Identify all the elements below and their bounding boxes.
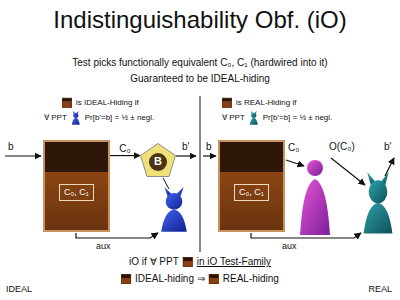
implication-text: IDEAL-hiding ⇒ bbox=[135, 273, 205, 285]
input-bit: b bbox=[206, 141, 212, 153]
test-box: C₀, C₁ bbox=[218, 140, 285, 232]
adversary-letter: B bbox=[154, 155, 162, 168]
implication-text: REAL-hiding bbox=[223, 273, 279, 285]
test-icon bbox=[209, 274, 219, 284]
output-wire bbox=[385, 158, 394, 176]
wire bbox=[286, 160, 304, 166]
aux-wire bbox=[76, 233, 158, 238]
condition-text: is REAL-Hiding if bbox=[236, 98, 296, 108]
test-icon bbox=[222, 98, 232, 108]
world-label: IDEAL bbox=[6, 284, 32, 295]
circuit-pair: C₀, C₁ bbox=[234, 184, 269, 201]
obfuscator-figure bbox=[300, 160, 330, 235]
test-icon bbox=[121, 274, 131, 284]
wire-label: C₀ bbox=[119, 143, 130, 155]
arrow-connector bbox=[110, 155, 140, 156]
world-label: REAL bbox=[368, 284, 392, 295]
wire bbox=[331, 158, 365, 185]
adversary-pentagon: B bbox=[140, 143, 176, 177]
definition-text: iO if ∀ PPT bbox=[129, 256, 179, 268]
aux-label: aux bbox=[282, 241, 297, 252]
adversary-figure bbox=[161, 187, 187, 232]
interaction-wire bbox=[163, 178, 169, 189]
adversary-icon bbox=[250, 111, 258, 125]
test-icon bbox=[62, 98, 72, 108]
wire-label: C₀ bbox=[288, 142, 299, 154]
subtitle: Guaranteed to be IDEAL-hiding bbox=[130, 73, 270, 85]
output-bit: b' bbox=[384, 141, 391, 153]
adversary-icon bbox=[72, 111, 80, 125]
quantifier: ∀ PPT bbox=[222, 113, 245, 123]
circuit-pair: C₀, C₁ bbox=[59, 184, 94, 201]
quantifier: ∀ PPT bbox=[44, 113, 67, 123]
probability-formula: Pr[b'=b] = ½ ± negl. bbox=[263, 113, 333, 123]
probability-formula: Pr[b'=b] = ½ ± negl. bbox=[85, 113, 155, 123]
input-wire bbox=[5, 155, 41, 156]
output-wire bbox=[176, 155, 196, 156]
definition-text: in iO Test-Family bbox=[197, 256, 271, 268]
wire-label: O(C₀) bbox=[329, 141, 355, 153]
test-icon bbox=[183, 257, 193, 267]
title: Indistinguishability Obf. (iO) bbox=[53, 6, 346, 35]
pentagon-disc bbox=[149, 153, 167, 171]
divider-line bbox=[200, 96, 201, 252]
pentagon-outline bbox=[141, 144, 176, 177]
condition-text: is IDEAL-Hiding if bbox=[76, 98, 139, 108]
subtitle: Test picks functionally equivalent C₀, C… bbox=[72, 57, 327, 69]
adversary-figure bbox=[364, 172, 393, 234]
input-bit: b bbox=[8, 141, 14, 153]
aux-label: aux bbox=[96, 241, 111, 252]
output-bit: b' bbox=[182, 141, 189, 153]
test-box: C₀, C₁ bbox=[43, 140, 110, 232]
input-wire bbox=[203, 155, 216, 156]
